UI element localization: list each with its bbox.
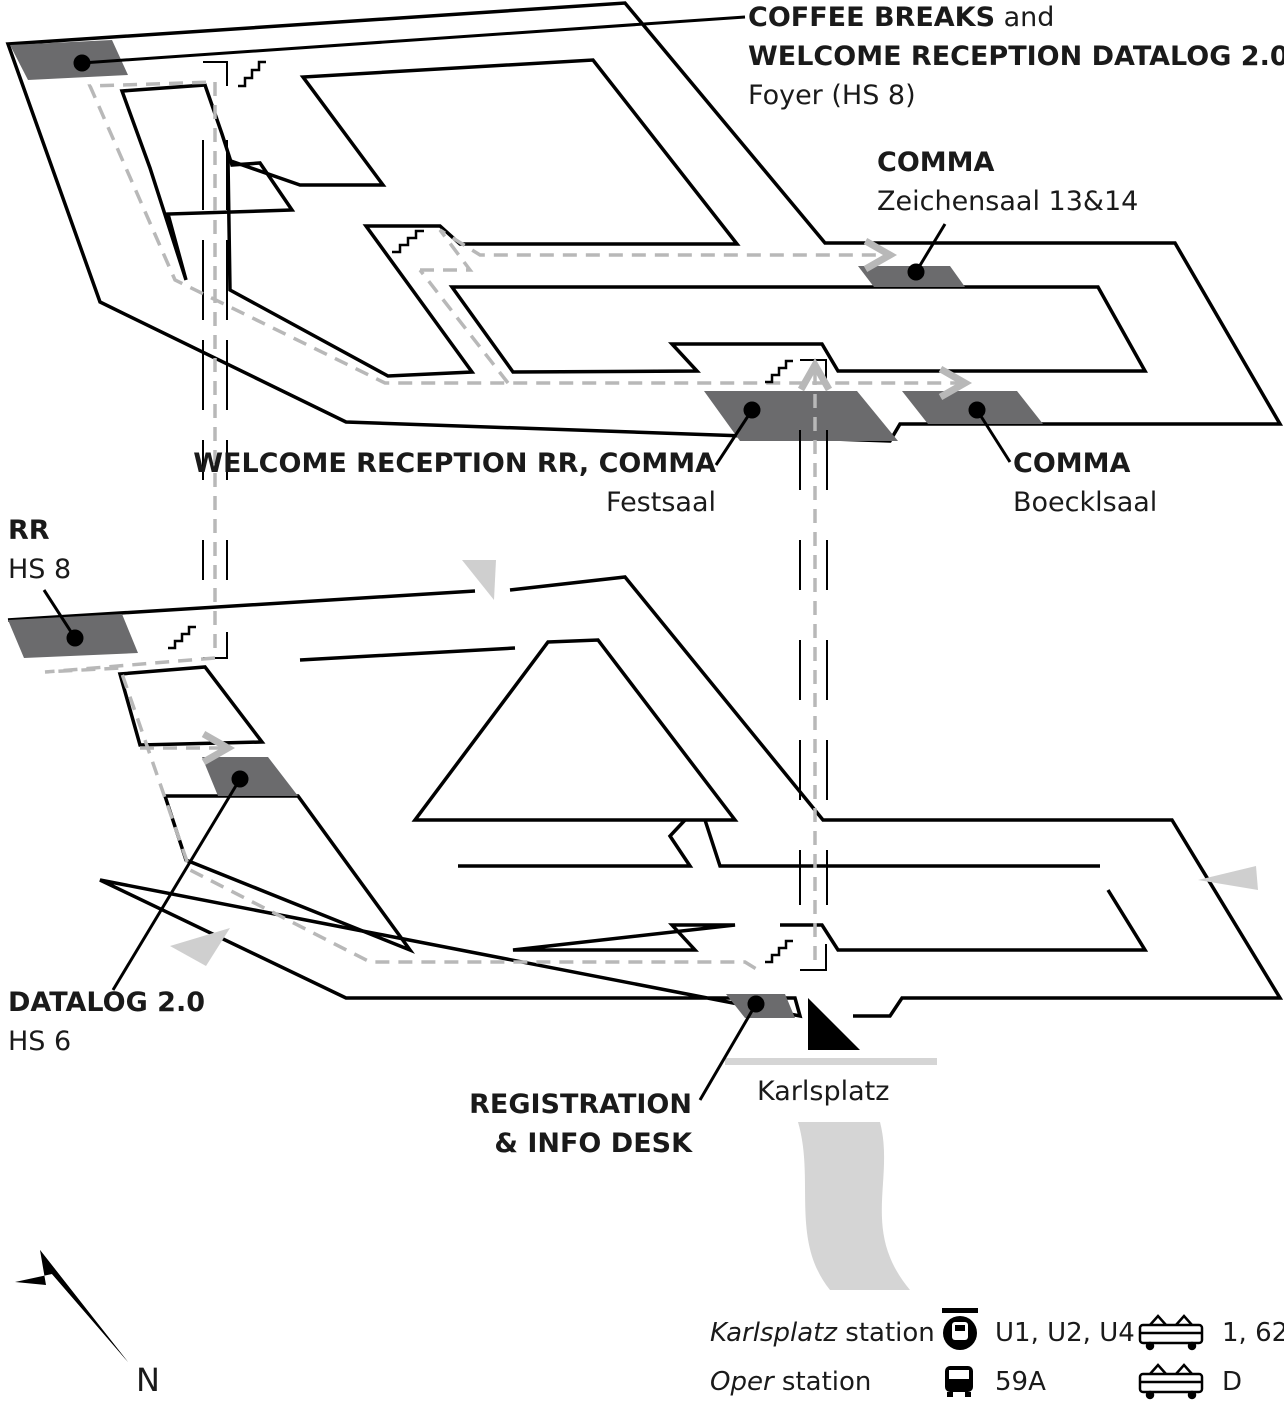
datalog-title: DATALOG 2.0 bbox=[8, 987, 206, 1018]
label-registration: REGISTRATION & INFO DESK bbox=[469, 1085, 692, 1163]
festsaal-room: Festsaal bbox=[606, 487, 716, 518]
stairs-icon bbox=[168, 60, 793, 964]
karlsplatz-station-name: Karlsplatz bbox=[710, 1318, 838, 1348]
label-comma-boecklsaal: COMMA Boecklsaal bbox=[1013, 444, 1157, 522]
walking-paths bbox=[44, 80, 965, 972]
room-foyer bbox=[10, 40, 128, 80]
entrance-arrow-icon bbox=[170, 560, 1258, 966]
label-comma-zeichensaal: COMMA Zeichensaal 13&14 bbox=[877, 143, 1138, 221]
boecklsaal-room: Boecklsaal bbox=[1013, 487, 1158, 518]
registration-line1: REGISTRATION bbox=[469, 1089, 692, 1120]
main-entrance-icon bbox=[808, 998, 860, 1050]
legend-oper-station: Oper station bbox=[710, 1367, 872, 1397]
label-datalog: DATALOG 2.0 HS 6 bbox=[8, 983, 205, 1061]
coffee-and: and bbox=[1003, 2, 1055, 33]
comma-right-title: COMMA bbox=[1013, 448, 1131, 479]
leader-lines bbox=[42, 15, 1012, 1101]
lower-rooms bbox=[8, 614, 795, 1018]
upper-courtyard-right bbox=[448, 285, 1148, 374]
hs6-room: HS 6 bbox=[8, 1026, 72, 1057]
hs8-room: HS 8 bbox=[8, 554, 72, 585]
label-coffee-breaks: COFFEE BREAKS and WELCOME RECEPTION DATA… bbox=[748, 0, 1284, 115]
lower-floor-outline bbox=[7, 575, 1284, 1019]
compass-arrow-icon bbox=[15, 1250, 128, 1362]
tram-icon bbox=[1138, 1314, 1204, 1351]
welcome-datalog-title: WELCOME RECEPTION DATALOG 2.0 bbox=[748, 41, 1284, 72]
legend-karlsplatz-metro: U1, U2, U4 bbox=[995, 1318, 1135, 1348]
bus-icon bbox=[945, 1366, 973, 1397]
legend-karlsplatz-station: Karlsplatz station bbox=[710, 1318, 935, 1348]
zeichensaal-room: Zeichensaal 13&14 bbox=[877, 186, 1139, 217]
label-welcome-rr: WELCOME RECEPTION RR, COMMA Festsaal bbox=[193, 444, 716, 522]
karlsplatz-park bbox=[798, 1122, 910, 1290]
foyer-room: Foyer (HS 8) bbox=[748, 80, 916, 111]
label-karlsplatz: Karlsplatz bbox=[757, 1072, 889, 1111]
karlsplatz-name: Karlsplatz bbox=[757, 1076, 890, 1107]
legend-oper-tram: D bbox=[1222, 1367, 1243, 1397]
karlsplatz-street bbox=[725, 1058, 937, 1065]
label-rr: RR HS 8 bbox=[8, 511, 71, 589]
compass-n: N bbox=[136, 1361, 160, 1399]
registration-line2: & INFO DESK bbox=[494, 1128, 692, 1159]
rr-title: RR bbox=[8, 515, 50, 546]
ubahn-icon bbox=[942, 1308, 978, 1350]
tram-icon bbox=[1138, 1363, 1204, 1400]
legend-karlsplatz-tram: 1, 62 bbox=[1222, 1318, 1284, 1348]
legend-oper-bus: 59A bbox=[995, 1367, 1046, 1397]
oper-station-name: Oper bbox=[710, 1367, 774, 1397]
upper-floor-outline bbox=[5, 1, 1284, 443]
lower-floor bbox=[7, 575, 1284, 1019]
coffee-title: COFFEE BREAKS bbox=[748, 2, 996, 33]
lower-courtyard-mid bbox=[299, 638, 739, 822]
lower-courtyard-right bbox=[458, 818, 1149, 952]
room-hs6 bbox=[202, 757, 298, 796]
comma-top-title: COMMA bbox=[877, 147, 995, 178]
upper-courtyard-left bbox=[119, 83, 296, 281]
welcome-rr-title: WELCOME RECEPTION RR, COMMA bbox=[193, 448, 716, 479]
